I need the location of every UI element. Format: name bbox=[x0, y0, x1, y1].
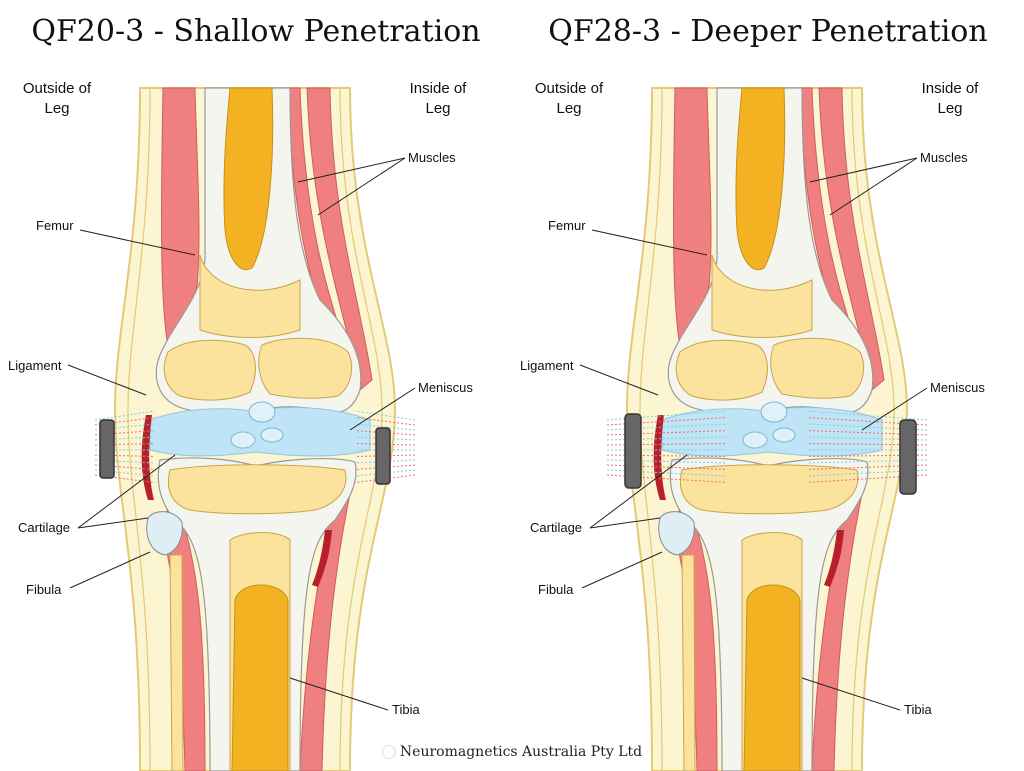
cartilage-label: Cartilage bbox=[18, 520, 70, 535]
muscles-label: Muscles bbox=[408, 150, 456, 165]
cartilage-label: Cartilage bbox=[530, 520, 582, 535]
femur-condyle-lateral bbox=[163, 339, 256, 401]
meniscus-label: Meniscus bbox=[418, 380, 473, 395]
leader-line bbox=[349, 387, 416, 431]
magnet-device-right bbox=[899, 419, 917, 495]
logo-mark-icon bbox=[381, 745, 396, 759]
magnet-device-left bbox=[99, 419, 115, 479]
leader-line bbox=[69, 551, 151, 589]
tibia-marrow bbox=[743, 584, 801, 771]
outside-of-leg-label: Outside of Leg bbox=[535, 80, 604, 117]
fibula-head bbox=[658, 511, 695, 556]
magnet-device-right bbox=[375, 427, 391, 485]
femur-marrow bbox=[735, 87, 786, 271]
panel-deep: QF28-3 - Deeper Penetration Outside of Le… bbox=[512, 0, 1024, 771]
tibia-label: Tibia bbox=[392, 702, 420, 717]
fibula-shaft bbox=[681, 554, 696, 771]
tibia-label: Tibia bbox=[904, 702, 932, 717]
ligament-label: Ligament bbox=[520, 358, 574, 373]
leader-line bbox=[77, 517, 149, 529]
tibia-head-bone bbox=[167, 464, 347, 515]
leader-line bbox=[829, 157, 918, 216]
femur-label: Femur bbox=[36, 218, 74, 233]
knee-diagram: Outside of Leg Inside of LegMusclesFemurLig… bbox=[520, 80, 985, 771]
label-line: Outside of bbox=[535, 80, 604, 97]
label-line: Leg bbox=[556, 100, 581, 117]
footer-text: Neuromagnetics Australia Pty Ltd bbox=[399, 744, 643, 760]
inside-of-leg-label: Inside of Leg bbox=[410, 80, 468, 117]
muscles-label: Muscles bbox=[920, 150, 968, 165]
magnet-device-left bbox=[624, 413, 642, 489]
muscle-inner-2 bbox=[818, 87, 885, 391]
femur-condyle-lateral bbox=[675, 339, 768, 401]
femur-label: Femur bbox=[548, 218, 586, 233]
tibia-marrow bbox=[231, 584, 289, 771]
leader-line bbox=[297, 157, 406, 183]
meniscus-top bbox=[248, 401, 276, 423]
inside-of-leg-label: Inside of Leg bbox=[922, 80, 980, 117]
knee-diagram: Outside of Leg Inside of LegMusclesFemurLig… bbox=[8, 80, 473, 771]
ligament-lateral bbox=[141, 415, 154, 500]
panel-shallow: QF20-3 - Shallow Penetration Outside of L… bbox=[8, 14, 481, 771]
field-line-right bbox=[806, 410, 928, 421]
leader-line bbox=[589, 454, 688, 529]
label-line: Inside of bbox=[922, 80, 980, 97]
meniscus-right bbox=[772, 427, 796, 443]
label-line: Leg bbox=[425, 100, 450, 117]
meniscus-top bbox=[760, 401, 788, 423]
femur-condyle-medial bbox=[770, 337, 865, 399]
panel-title: QF28-3 - Deeper Penetration bbox=[548, 14, 988, 49]
footer: Neuromagnetics Australia Pty Ltd bbox=[0, 744, 1024, 760]
fibula-label: Fibula bbox=[538, 582, 574, 597]
ligament-medial-lower bbox=[824, 530, 844, 587]
label-line: Leg bbox=[937, 100, 962, 117]
outside-of-leg-label: Outside of Leg bbox=[23, 80, 92, 117]
skin-inner-edge bbox=[127, 87, 383, 771]
fibula-head bbox=[146, 511, 183, 556]
meniscus-right bbox=[260, 427, 284, 443]
femur-shaft-bone bbox=[711, 254, 813, 338]
muscle-inner-2 bbox=[306, 87, 373, 391]
leader-line bbox=[801, 677, 901, 711]
leader-line bbox=[809, 157, 918, 183]
label-line: Outside of bbox=[23, 80, 92, 97]
ligament-lateral bbox=[653, 415, 666, 500]
leader-line bbox=[589, 517, 661, 529]
leader-line bbox=[77, 454, 176, 529]
leader-line bbox=[317, 157, 406, 216]
leader-line bbox=[591, 229, 708, 256]
meniscus-left bbox=[230, 431, 256, 449]
ligament-medial-lower bbox=[312, 530, 332, 587]
label-line: Leg bbox=[44, 100, 69, 117]
fibula-shaft bbox=[169, 554, 184, 771]
label-line: Inside of bbox=[410, 80, 468, 97]
fibula-label: Fibula bbox=[26, 582, 62, 597]
leader-line bbox=[79, 229, 196, 256]
leader-line bbox=[289, 677, 389, 711]
leader-line bbox=[67, 364, 147, 396]
panel-title: QF20-3 - Shallow Penetration bbox=[31, 14, 481, 49]
meniscus-left bbox=[742, 431, 768, 449]
ligament-label: Ligament bbox=[8, 358, 62, 373]
femur-condyle-medial bbox=[258, 337, 353, 399]
leader-line bbox=[861, 387, 928, 431]
leader-line bbox=[579, 364, 659, 396]
meniscus-label: Meniscus bbox=[930, 380, 985, 395]
leader-line bbox=[581, 551, 663, 589]
femur-marrow bbox=[223, 87, 274, 271]
femur-shaft-bone bbox=[199, 254, 301, 338]
tibia-head-bone bbox=[679, 464, 859, 515]
skin-inner-edge bbox=[639, 87, 895, 771]
